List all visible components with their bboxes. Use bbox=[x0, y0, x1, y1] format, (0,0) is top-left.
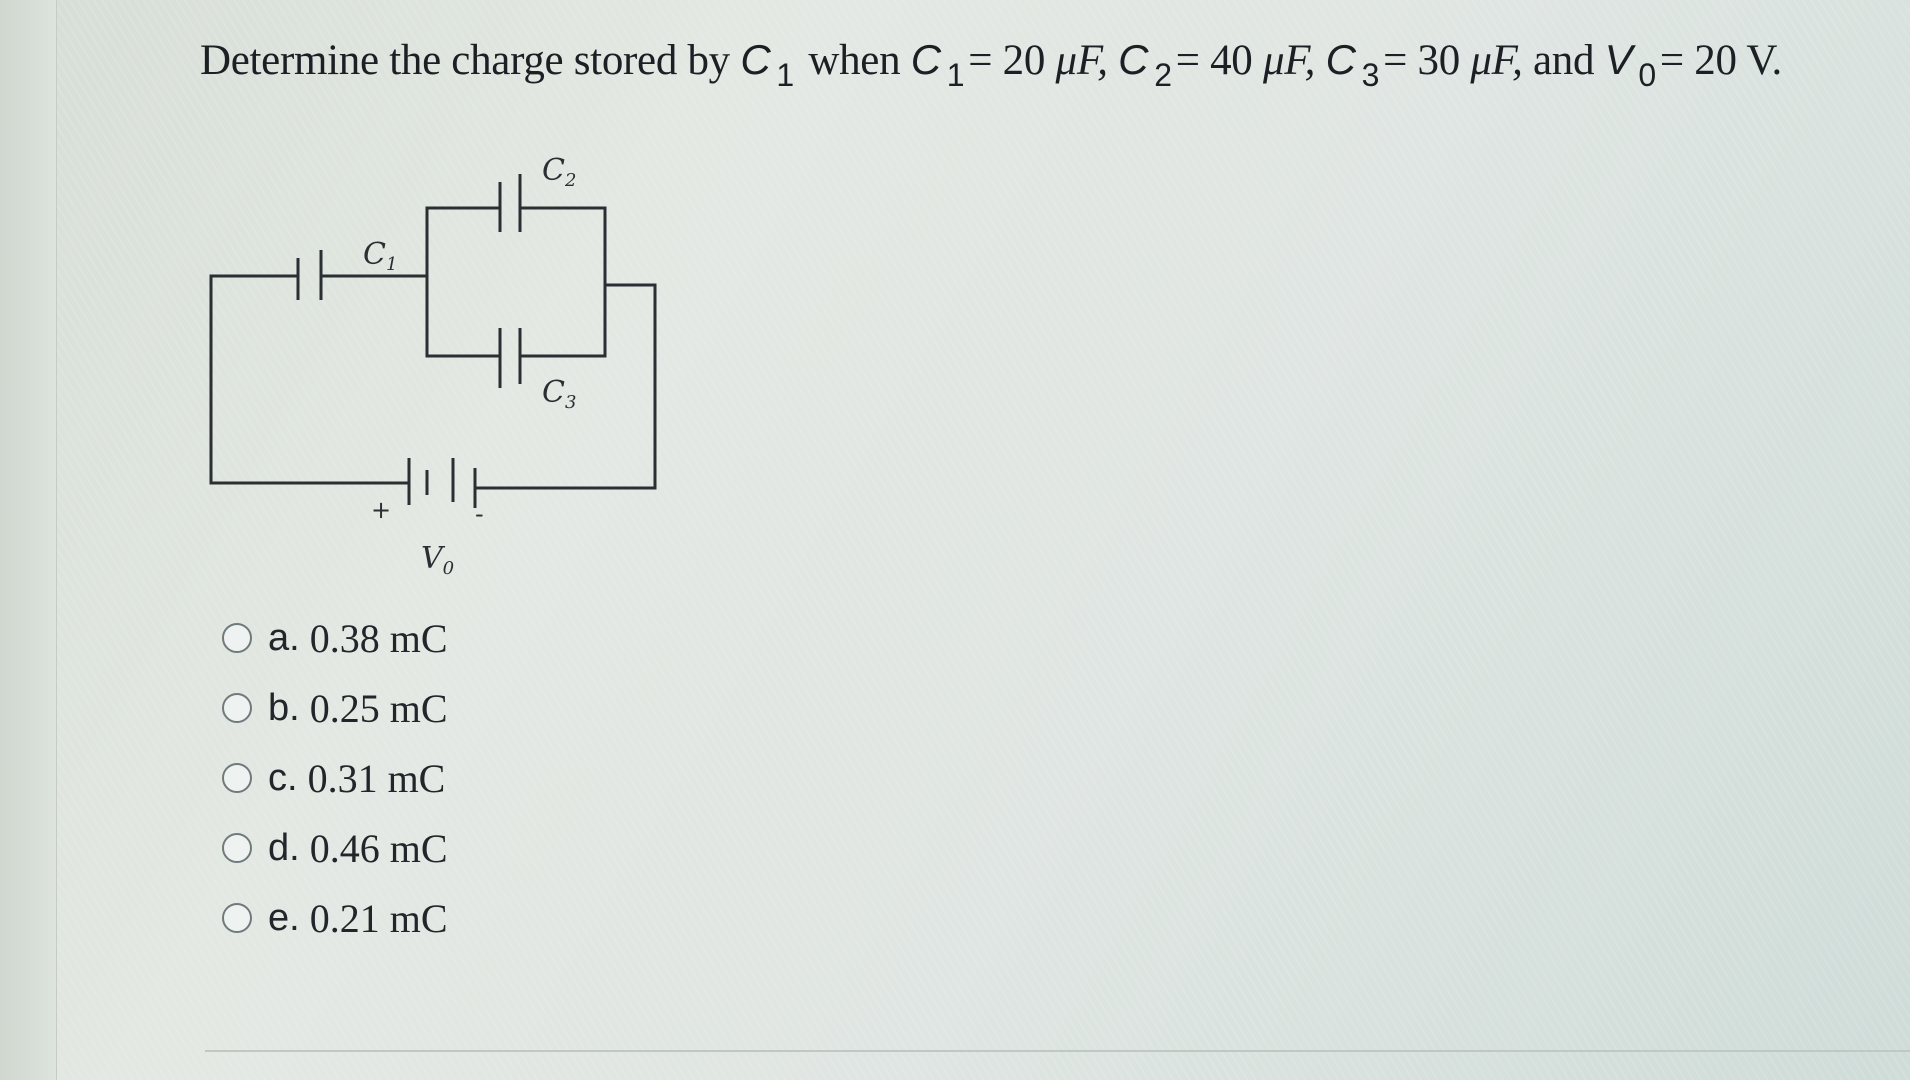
option-d-letter: d. bbox=[268, 826, 300, 869]
question-when: when bbox=[808, 37, 901, 84]
v0-value: = 20 V. bbox=[1659, 37, 1782, 84]
c2-value: = 40 bbox=[1175, 37, 1253, 84]
circuit-diagram: C1 C2 C3 + - V0 bbox=[209, 153, 657, 579]
c1-var: C bbox=[910, 36, 941, 83]
c1-sub: 1 bbox=[946, 57, 965, 93]
c3-symbol bbox=[498, 328, 522, 388]
c2-label: C2 bbox=[542, 153, 576, 191]
radio-d[interactable] bbox=[222, 833, 252, 863]
c1-label: C1 bbox=[363, 237, 397, 275]
c2-symbol bbox=[498, 174, 522, 232]
option-b-value: 0.25 mC bbox=[309, 685, 448, 731]
option-e-value: 0.21 mC bbox=[309, 895, 448, 941]
option-b[interactable]: b. 0.25 mC bbox=[222, 673, 822, 743]
v0-var: V bbox=[1604, 36, 1633, 83]
radio-b[interactable] bbox=[222, 693, 252, 723]
question-and: and bbox=[1533, 37, 1595, 84]
option-d[interactable]: d. 0.46 mC bbox=[222, 813, 822, 883]
c3-value: = 30 bbox=[1383, 37, 1460, 84]
radio-c[interactable] bbox=[222, 763, 252, 793]
minus-sign: - bbox=[475, 500, 484, 528]
wire-left-loop bbox=[209, 274, 411, 485]
option-e[interactable]: e. 0.21 mC bbox=[222, 883, 822, 953]
option-c[interactable]: c. 0.31 mC bbox=[222, 743, 822, 813]
plus-sign: + bbox=[371, 496, 391, 524]
c3-label: C3 bbox=[542, 375, 576, 413]
circuit-wires bbox=[209, 206, 657, 490]
wire-c2-right bbox=[518, 206, 607, 358]
option-a[interactable]: a. 0.38 mC bbox=[222, 603, 822, 673]
option-a-letter: a. bbox=[268, 616, 300, 659]
c3-sub: 3 bbox=[1361, 57, 1380, 93]
source-label: V0 bbox=[421, 541, 454, 579]
battery-symbol bbox=[407, 458, 477, 508]
option-c-letter: c. bbox=[268, 756, 298, 799]
option-c-value: 0.31 mC bbox=[307, 755, 446, 801]
c2-sub: 2 bbox=[1154, 57, 1172, 93]
option-d-value: 0.46 mC bbox=[309, 825, 448, 871]
c3-unit: μF, bbox=[1470, 37, 1523, 84]
radio-e[interactable] bbox=[222, 903, 252, 933]
c1-symbol bbox=[296, 250, 323, 300]
option-b-letter: b. bbox=[268, 686, 300, 729]
target-var: C bbox=[740, 36, 771, 83]
answer-options: a. 0.38 mC b. 0.25 mC c. 0.31 mC d. 0.46… bbox=[222, 603, 822, 953]
wire-right-loop bbox=[473, 283, 657, 490]
question-intro: Determine the charge stored by bbox=[200, 37, 730, 84]
v0-sub: 0 bbox=[1638, 57, 1656, 93]
radio-a[interactable] bbox=[222, 623, 252, 653]
left-margin-strip bbox=[0, 0, 57, 1080]
c3-var: C bbox=[1325, 36, 1356, 83]
bottom-divider bbox=[205, 1050, 1910, 1052]
c2-unit: μF, bbox=[1262, 37, 1316, 84]
c2-var: C bbox=[1118, 36, 1149, 83]
target-sub: 1 bbox=[776, 57, 794, 93]
c1-unit: μF, bbox=[1055, 37, 1108, 84]
option-e-letter: e. bbox=[268, 896, 300, 939]
c1-value: = 20 bbox=[968, 37, 1046, 84]
option-a-value: 0.38 mC bbox=[309, 615, 448, 661]
